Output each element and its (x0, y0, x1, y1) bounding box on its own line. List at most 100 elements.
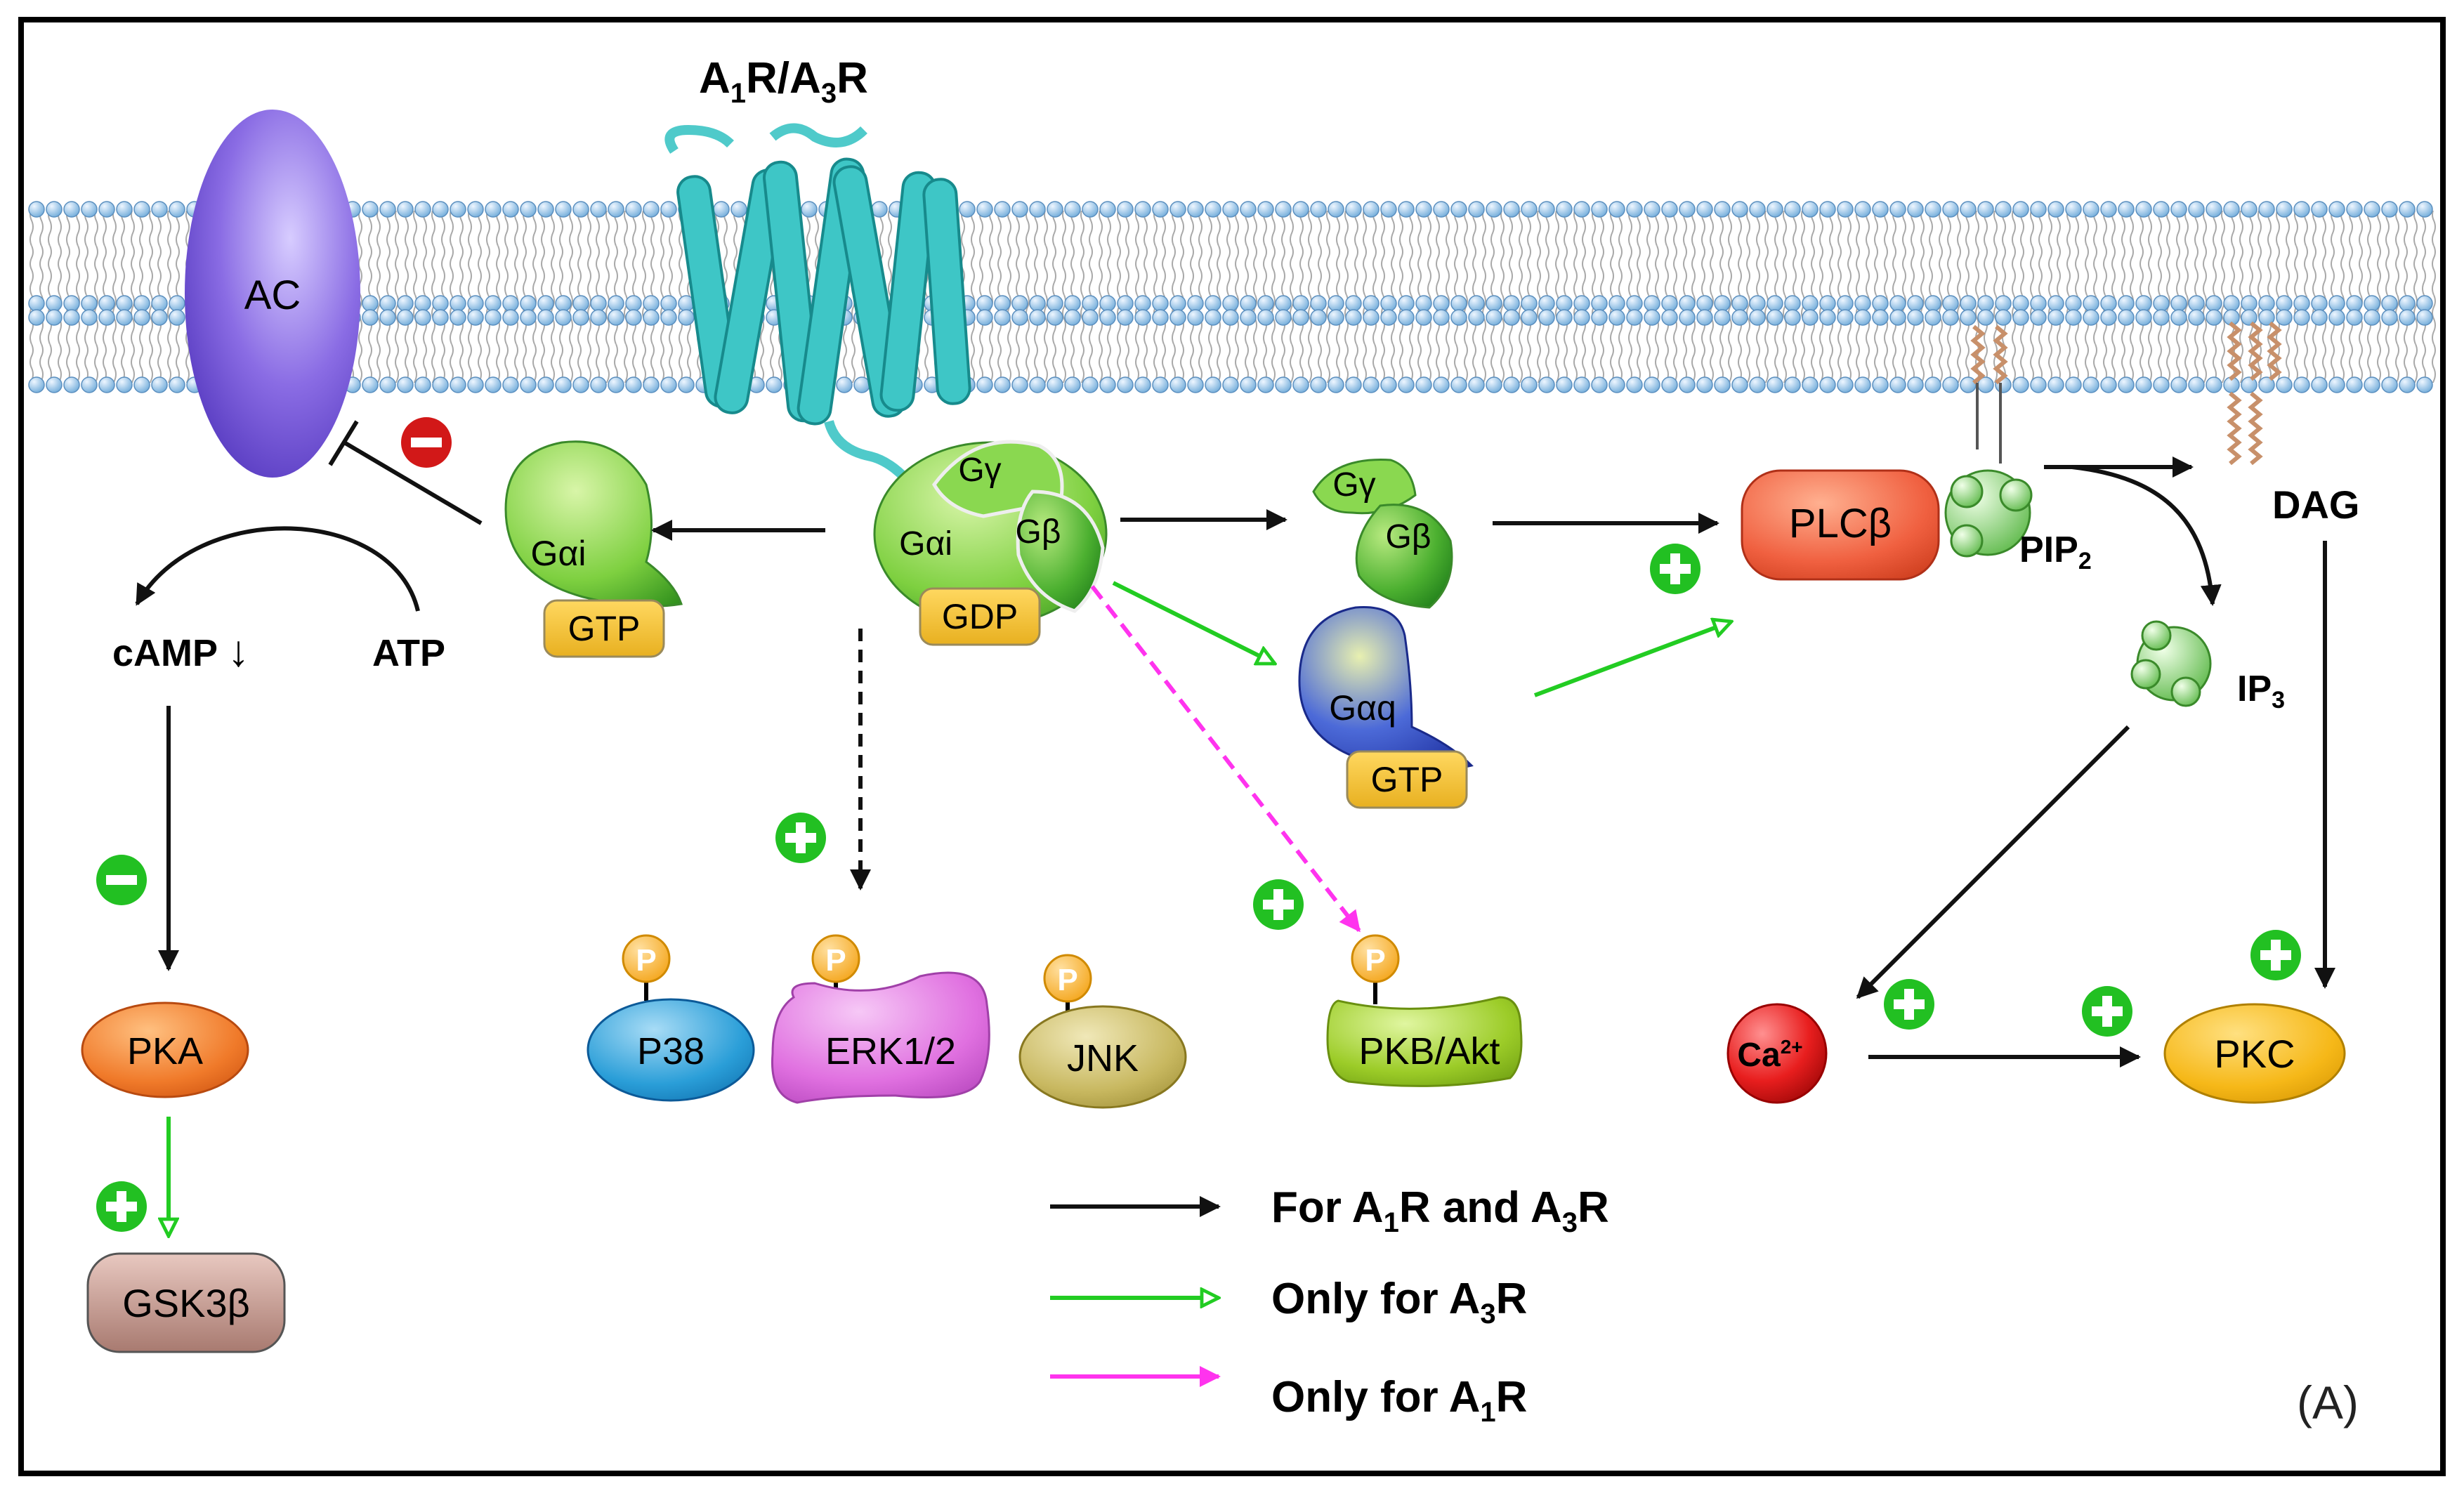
camp-label: cAMP ↓ (112, 627, 249, 676)
lipid-head (590, 295, 607, 312)
lipid-head (1802, 376, 1818, 393)
lipid-head (1503, 376, 1520, 393)
lipid-head (1099, 376, 1116, 393)
lipid-head (2381, 309, 2398, 326)
lipid-head (2012, 295, 2029, 312)
lipid-head (1398, 201, 1415, 218)
lipid-head (2100, 201, 2117, 218)
lipid-head (2188, 201, 2205, 218)
lipid-head (432, 309, 449, 326)
lipid-head (1960, 201, 1977, 218)
lipid-head (1117, 201, 1134, 218)
dag-molecule: DAG (2227, 321, 2359, 527)
lipid-head (1257, 309, 1274, 326)
lipid-head (1925, 376, 1941, 393)
lipid-head (660, 309, 677, 326)
lipid-head (432, 295, 449, 312)
lipid-head (1380, 376, 1397, 393)
g-alpha-q-gtp: Gαq GTP (1298, 606, 1474, 809)
lipid-head (2364, 376, 2380, 393)
lipid-head (1275, 295, 1292, 312)
lipid-head (1591, 295, 1608, 312)
lipid-head (1767, 201, 1783, 218)
dag-label: DAG (2272, 482, 2359, 527)
lipid-head (414, 201, 431, 218)
lipid-head (1503, 309, 1520, 326)
lipid-head (169, 295, 185, 312)
lipid-head (1696, 295, 1713, 312)
lipid-head (1661, 201, 1678, 218)
lipid-head (1310, 201, 1327, 218)
calcium-ion: Ca2+ (1726, 1003, 1828, 1104)
lipid-head (976, 201, 993, 218)
lipid-head (1205, 376, 1221, 393)
gsk-label: GSK3β (122, 1281, 250, 1325)
lipid-head (1011, 201, 1028, 218)
lipid-head (1661, 309, 1678, 326)
jnk-phospho-label: P (1057, 963, 1077, 997)
lipid-head (63, 309, 80, 326)
lipid-head (520, 201, 537, 218)
lipid-head (397, 201, 414, 218)
lipid-head (467, 295, 484, 312)
g-gamma-label: Gγ (958, 452, 1001, 489)
plus-badge-mapk (775, 813, 826, 863)
akt-kinase: P PKB/Akt (1326, 934, 1523, 1087)
lipid-head (994, 376, 1011, 393)
lipid-head (2293, 309, 2310, 326)
lipid-head (2206, 309, 2222, 326)
lipid-head (1977, 309, 1994, 326)
lipid-head (1029, 309, 1046, 326)
lipid-head (2311, 309, 2328, 326)
lipid-head (1099, 309, 1116, 326)
lipid-head (1011, 295, 1028, 312)
lipid-head (2416, 201, 2433, 218)
lipid-head (379, 295, 396, 312)
lipid-head (959, 201, 976, 218)
pka-label: PKA (127, 1030, 203, 1072)
lipid-head (1433, 295, 1450, 312)
lipid-head (1661, 376, 1678, 393)
lipid-head (2153, 309, 2170, 326)
lipid-head (2346, 295, 2363, 312)
lipid-head (2188, 295, 2205, 312)
lipid-head (432, 201, 449, 218)
plc-beta: PLCβ (1741, 469, 1940, 581)
lipid-head (2118, 295, 2135, 312)
lipid-head (1134, 376, 1151, 393)
lipid-head (2241, 201, 2257, 218)
lipid-head (1064, 295, 1081, 312)
lipid-head (1889, 376, 1906, 393)
lipid-head (2188, 376, 2205, 393)
lipid-head (2118, 376, 2135, 393)
lipid-head (2065, 295, 2082, 312)
lipid-head (1240, 295, 1257, 312)
lipid-head (502, 295, 519, 312)
lipid-head (2206, 201, 2222, 218)
lipid-head (1591, 309, 1608, 326)
lipid-head (1749, 201, 1766, 218)
lipid-head (1767, 309, 1783, 326)
lipid-head (643, 376, 660, 393)
lipid-head (2399, 201, 2416, 218)
lipid-head (502, 201, 519, 218)
lipid-head (2047, 201, 2064, 218)
lipid-head (1731, 295, 1748, 312)
lipid-head (871, 201, 888, 218)
lipid-head (1187, 295, 1204, 312)
lipid-head (467, 201, 484, 218)
gtp-i-label: GTP (568, 609, 641, 648)
erk-phospho-label: P (825, 943, 846, 978)
lipid-head (2241, 376, 2257, 393)
lipid-head (1784, 295, 1801, 312)
lipid-head (1222, 295, 1239, 312)
lipid-head (151, 309, 168, 326)
inhibit-gai-to-ac (343, 440, 483, 525)
lipid-head (1450, 201, 1467, 218)
lipid-head (572, 309, 589, 326)
lipid-head (1521, 376, 1538, 393)
lipid-head (590, 201, 607, 218)
gdp-label: GDP (942, 597, 1018, 636)
erk-kinase: P ERK1/2 (771, 934, 990, 1104)
lipid-head (450, 376, 466, 393)
